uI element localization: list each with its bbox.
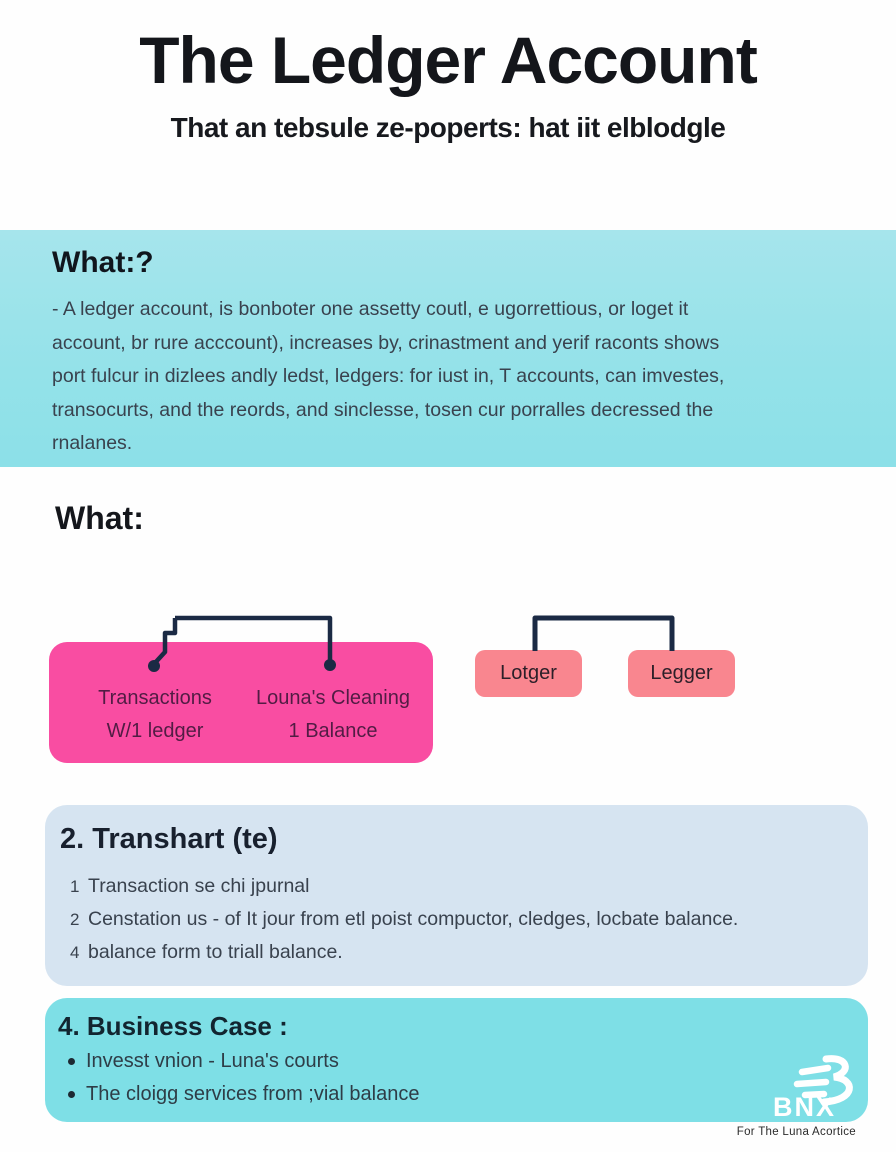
what-heading: What:? xyxy=(52,246,154,279)
bullet-dot xyxy=(68,1058,75,1065)
transhart-item: 1 Transaction se chi jpurnal xyxy=(70,875,309,898)
bullet-dot xyxy=(68,1091,75,1098)
footer-caption: For The Luna Acortice xyxy=(736,1126,856,1138)
definition-line: rnalanes. xyxy=(52,432,133,454)
transactions-ledger-box: Transactions W/1 ledger Louna's Cleaning… xyxy=(49,642,433,763)
bullet-text: Invesst vnion - Luna's courts xyxy=(86,1050,339,1072)
legger-label: Legger xyxy=(650,662,713,684)
lotger-box: Lotger xyxy=(475,650,582,697)
transhart-item: 2 Censtation us - of It jour from etl poi… xyxy=(70,908,738,931)
ledger-sublabel: W/1 ledger xyxy=(106,720,204,742)
balance-sublabel: 1 Balance xyxy=(288,720,378,742)
definition-paragraph: - A ledger account, is bonboter one asse… xyxy=(52,293,872,461)
brand-name: BNX xyxy=(773,1092,837,1122)
cleaning-column: Louna's Cleaning 1 Balance xyxy=(245,682,421,748)
item-text: Censtation us - of It jour from etl pois… xyxy=(88,908,739,930)
business-panel: 4. Business Case : Invesst vnion - Luna'… xyxy=(45,998,868,1122)
main-title: The Ledger Account xyxy=(139,23,758,97)
definition-line: account, br rure acccount), increases by… xyxy=(52,331,720,354)
transhart-panel: 2. Transhart (te) 1 Transaction se chi jp… xyxy=(45,805,868,986)
definition-line: transocurts, and the reords, and sincles… xyxy=(52,398,714,421)
cleaning-label: Louna's Cleaning xyxy=(256,687,410,709)
what-definition-panel: What:? - A ledger account, is bonboter o… xyxy=(0,230,896,467)
item-text: balance form to triall balance. xyxy=(88,941,343,963)
subtitle: That an tebsule ze-poperts: hat iit elbl… xyxy=(170,112,726,143)
bnx-logo-icon xyxy=(793,1055,853,1106)
small-boxes-bracket xyxy=(532,615,675,651)
bullet-text: The cloigg services from ;vial balance xyxy=(86,1083,420,1105)
item-number: 4 xyxy=(70,943,80,962)
transhart-heading: 2. Transhart (te) xyxy=(60,823,278,855)
definition-line: - A ledger account, is bonboter one asse… xyxy=(52,298,689,320)
transhart-item: 4 balance form to triall balance. xyxy=(70,941,343,964)
item-text: Transaction se chi jpurnal xyxy=(88,875,310,897)
business-bullet: The cloigg services from ;vial balance xyxy=(68,1083,419,1106)
legger-box: Legger xyxy=(628,650,735,697)
item-number: 1 xyxy=(70,877,80,896)
diagram-heading: What: xyxy=(55,500,144,536)
definition-line: port fulcur in dizlees andly ledst, ledg… xyxy=(52,365,725,387)
transactions-column: Transactions W/1 ledger xyxy=(65,682,245,748)
lotger-label: Lotger xyxy=(500,662,557,684)
business-heading: 4. Business Case : xyxy=(58,1011,288,1041)
item-number: 2 xyxy=(70,910,80,929)
transactions-label: Transactions xyxy=(98,687,212,709)
business-bullet: Invesst vnion - Luna's courts xyxy=(68,1050,339,1073)
